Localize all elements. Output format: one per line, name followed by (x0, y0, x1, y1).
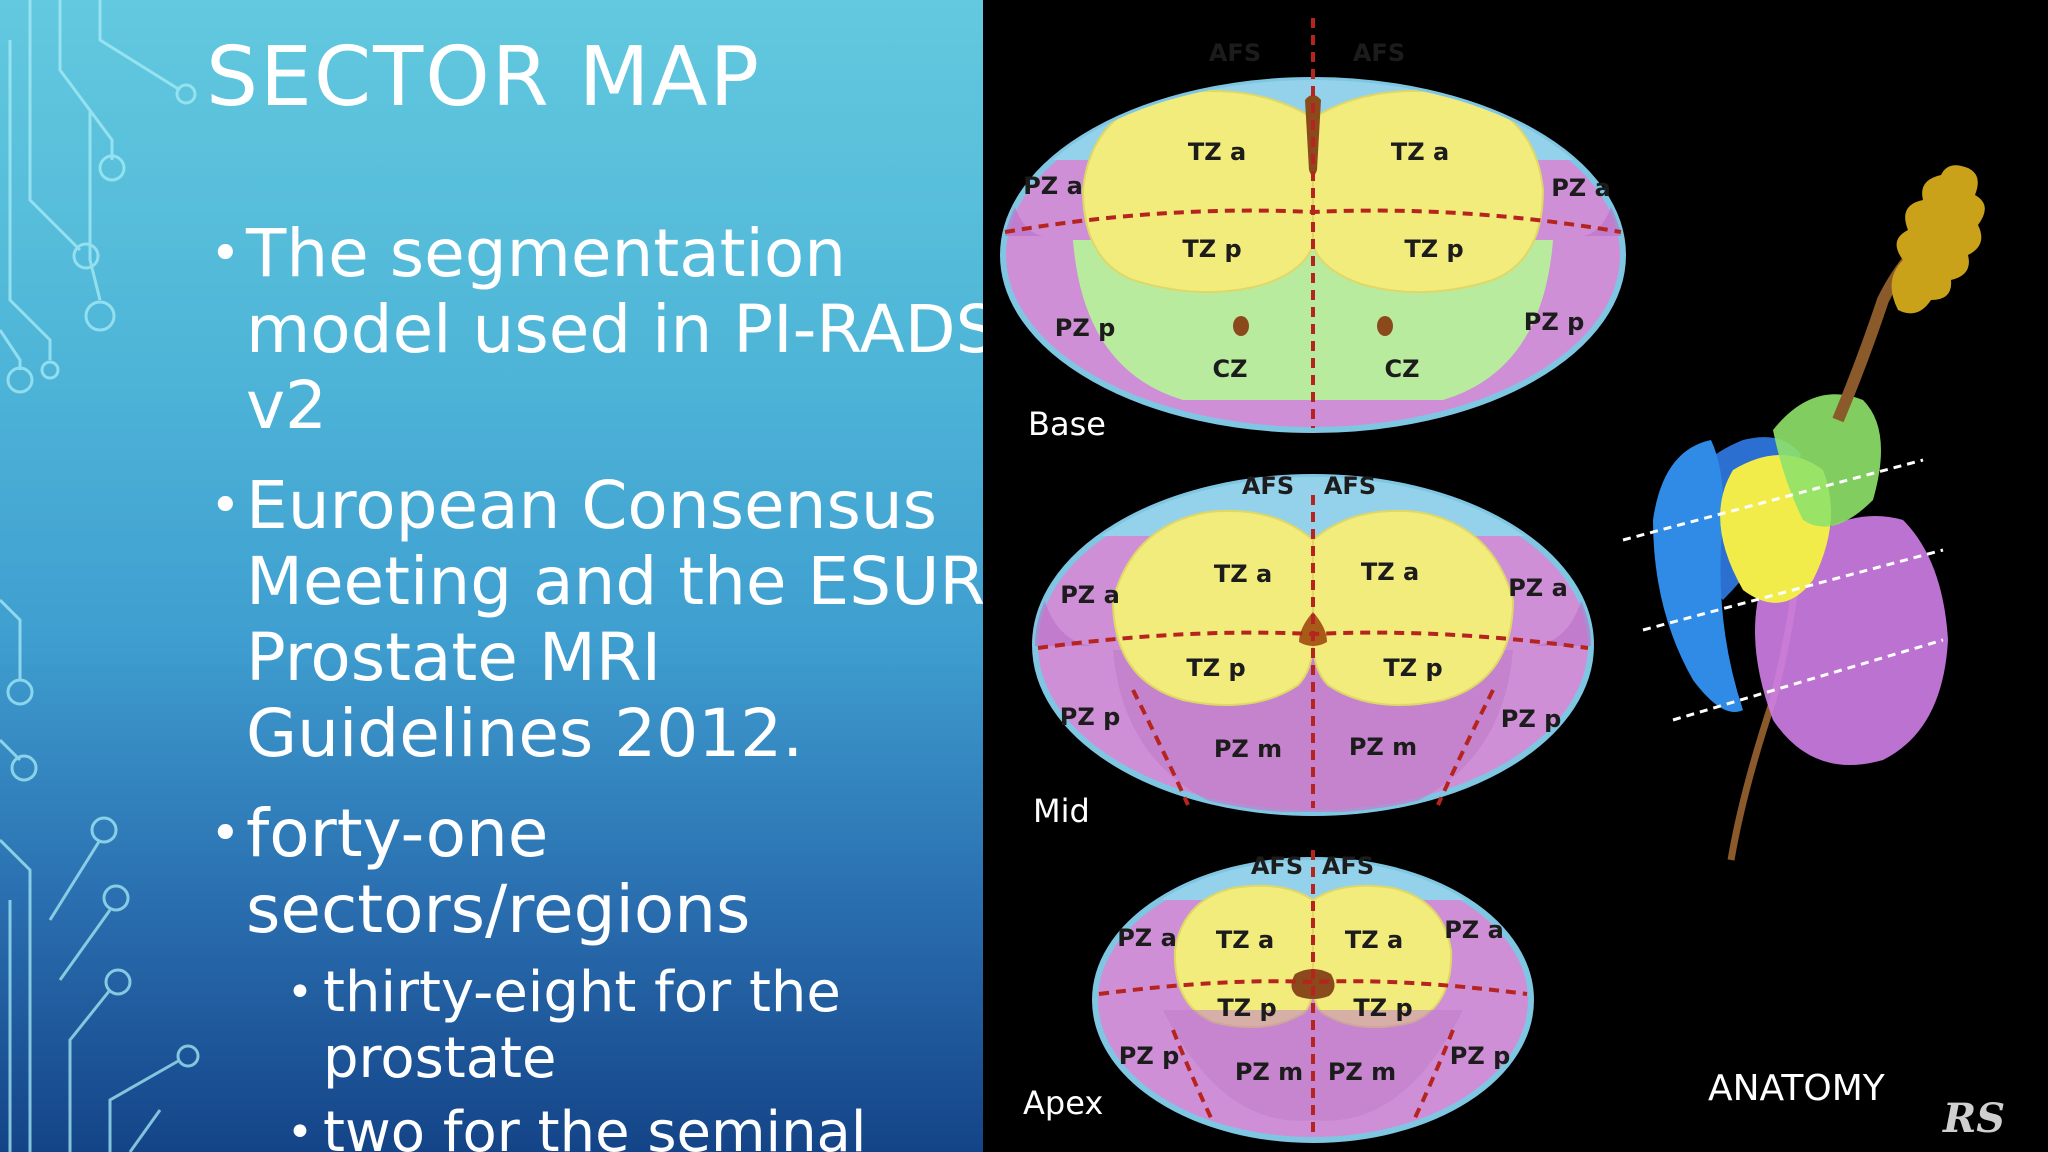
slice-line-apex (1672, 638, 1944, 722)
sub-bullet-marker: • (287, 967, 313, 1018)
mid-tz-right (1312, 509, 1515, 706)
bullet-marker: • (210, 804, 241, 864)
seminal-vesicle (1891, 165, 1985, 314)
label-base-afs-right: AFS (1353, 39, 1405, 67)
label-mid-afs-left: AFS (1242, 472, 1294, 500)
bullet-text: The segmentation model used in PI-RADS v… (246, 215, 998, 444)
apex-urethra (1291, 969, 1335, 999)
apex-right-pz-divider (1411, 1029, 1455, 1123)
label-apex-tzp-right: TZ p (1353, 994, 1412, 1022)
bullet-text: forty-one sectors/regions (246, 795, 751, 948)
mid-left-pz-divider (1131, 689, 1190, 806)
mid-tz-left (1111, 509, 1314, 706)
base-ap-divider (1004, 208, 1622, 234)
label-mid-tzp-left: TZ p (1186, 654, 1245, 682)
label-mid-pzp-right: PZ p (1501, 705, 1562, 733)
label-base-cz-right: CZ (1384, 355, 1419, 383)
label-mid-pzm-left: PZ m (1214, 735, 1282, 763)
label-mid-pza-left: PZ a (1060, 581, 1120, 609)
label-mid-tzp-right: TZ p (1383, 654, 1442, 682)
label-apex-pzp-left: PZ p (1119, 1042, 1180, 1070)
label-apex-pza-right: PZ a (1444, 916, 1504, 944)
apex-ap-divider (1098, 979, 1528, 996)
label-mid-tza-right: TZ a (1361, 558, 1419, 586)
bullet-marker: • (210, 224, 241, 284)
artist-signature: RS (1942, 1095, 2005, 1142)
label-apex-tza-left: TZ a (1216, 926, 1274, 954)
mid-pza-right-region (1533, 560, 1591, 646)
apex-section (1092, 850, 1534, 1143)
slice-line-base (1622, 458, 1924, 542)
sub-bullet-marker: • (287, 1107, 313, 1152)
label-base-pzp-right: PZ p (1524, 308, 1585, 336)
base-urethra (1305, 95, 1321, 176)
prostate-3d-illustration (1622, 165, 1985, 861)
sector-map-diagram: AFS AFS TZ a TZ a PZ a PZ a TZ p TZ p PZ… (1000, 18, 2005, 1143)
label-base-tza-left: TZ a (1188, 138, 1246, 166)
sub-bullet-text: thirty-eight for the prostate (323, 960, 841, 1091)
anatomy-image-panel: AFS AFS TZ a TZ a PZ a PZ a TZ p TZ p PZ… (983, 0, 2048, 1152)
afs-3d-lobe (1653, 440, 1743, 712)
slice-line-mid (1642, 548, 1944, 632)
slide-title: SECTOR MAP (206, 30, 762, 125)
label-base-tzp-right: TZ p (1404, 235, 1463, 263)
label-mid-pza-right: PZ a (1508, 574, 1568, 602)
label-apex-tzp-left: TZ p (1217, 994, 1276, 1022)
label-base-tza-right: TZ a (1391, 138, 1449, 166)
label-level-base: Base (1028, 405, 1106, 443)
label-level-apex: Apex (1023, 1084, 1103, 1122)
label-base-afs-left: AFS (1209, 39, 1261, 67)
base-ejaculatory-duct-right (1377, 316, 1393, 336)
label-mid-pzm-right: PZ m (1349, 733, 1417, 761)
mid-urethra (1299, 612, 1327, 646)
label-base-tzp-left: TZ p (1182, 235, 1241, 263)
sub-bullet-text: two for the seminal (323, 1100, 867, 1152)
label-apex-afs-right: AFS (1322, 852, 1374, 880)
label-apex-pzp-right: PZ p (1450, 1042, 1511, 1070)
label-base-pza-right: PZ a (1551, 174, 1611, 202)
mid-pza-left-region (1035, 560, 1093, 646)
label-apex-afs-left: AFS (1251, 852, 1303, 880)
label-apex-pza-left: PZ a (1117, 924, 1177, 952)
bullet-text: European Consensus Meeting and the ESUR … (246, 467, 986, 772)
label-apex-pzm-left: PZ m (1235, 1058, 1303, 1086)
base-ejaculatory-duct-left (1233, 316, 1249, 336)
label-base-pzp-left: PZ p (1055, 314, 1116, 342)
label-level-mid: Mid (1033, 792, 1090, 830)
label-mid-tza-left: TZ a (1214, 560, 1272, 588)
label-base-pza-left: PZ a (1023, 172, 1083, 200)
circuit-decoration (0, 0, 200, 1152)
label-apex-tza-right: TZ a (1345, 926, 1403, 954)
base-section (1000, 18, 1626, 433)
apex-pzm-region (1163, 1010, 1463, 1121)
label-mid-afs-right: AFS (1324, 472, 1376, 500)
mid-ap-divider (1037, 630, 1589, 650)
mid-right-pz-divider (1436, 689, 1495, 806)
label-mid-pzp-left: PZ p (1060, 703, 1121, 731)
label-apex-pzm-right: PZ m (1328, 1058, 1396, 1086)
label-base-cz-left: CZ (1212, 355, 1247, 383)
apex-left-pz-divider (1171, 1029, 1215, 1123)
anatomy-caption: ANATOMY (1708, 1068, 1886, 1109)
mid-section (1032, 474, 1594, 816)
bullet-marker: • (210, 476, 241, 536)
